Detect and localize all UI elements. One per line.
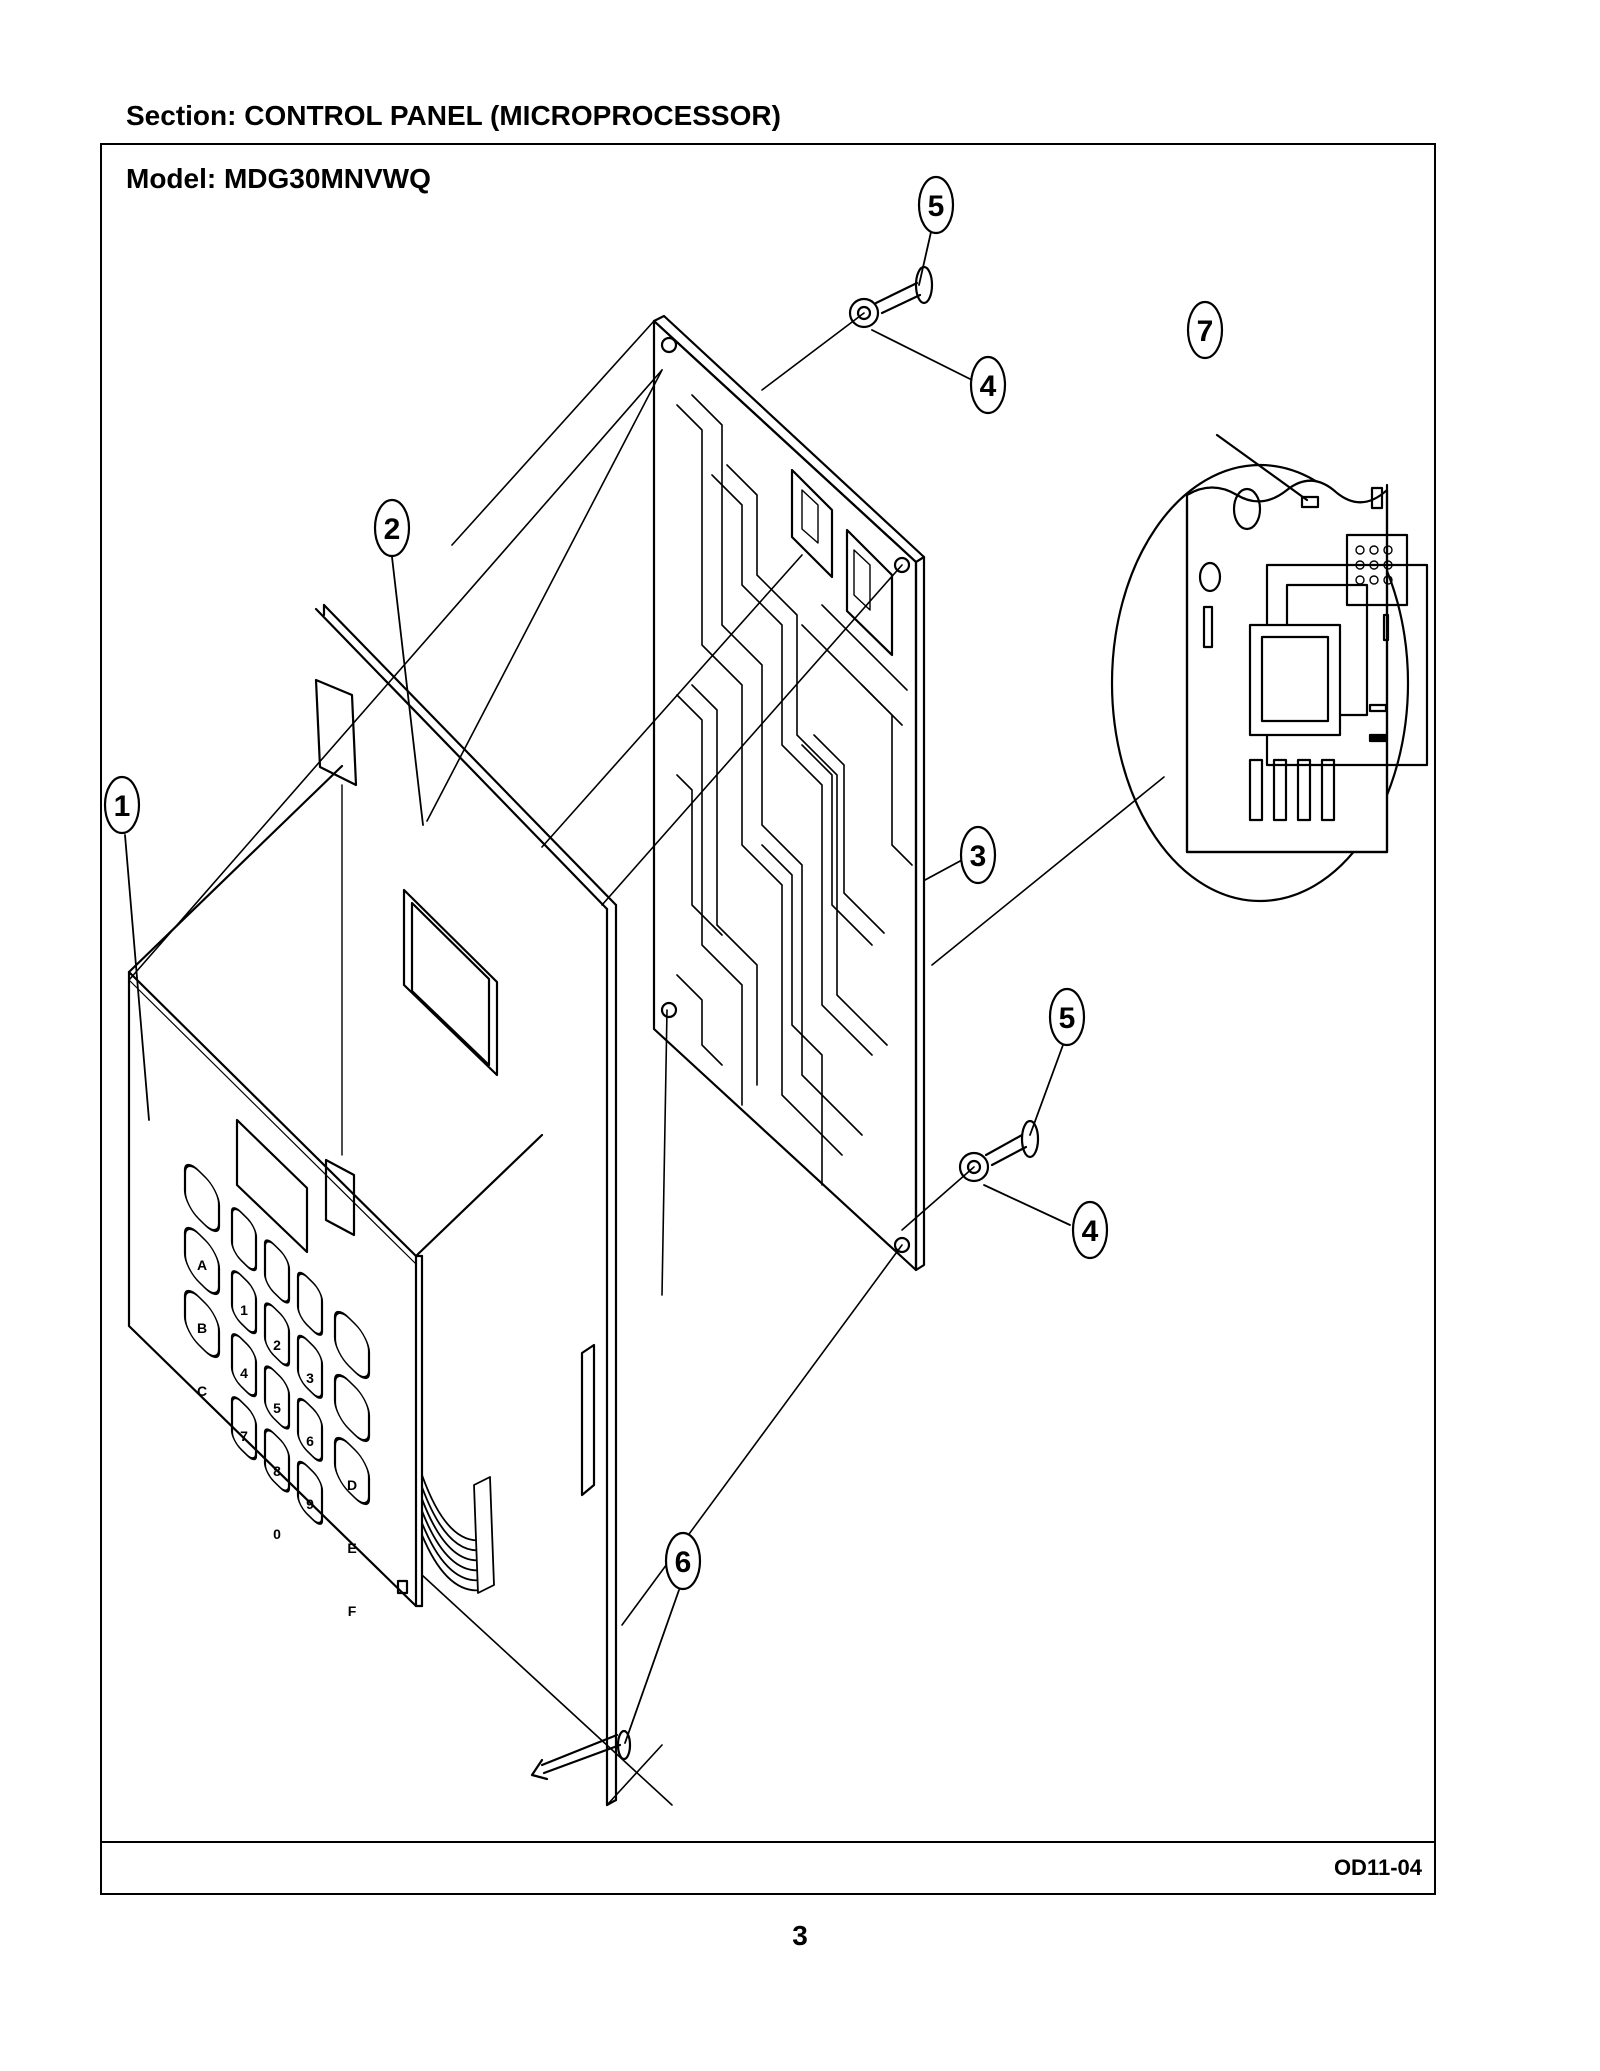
key-7: 7: [240, 1428, 248, 1444]
key-a: A: [197, 1257, 207, 1273]
section-title: Section: CONTROL PANEL (MICROPROCESSOR): [126, 100, 781, 131]
star-washer-top: [848, 297, 880, 329]
exploded-diagram: A 1 2 3 B 4 5 6 D C 7 8 9 E 0 F: [103, 175, 1429, 1807]
screw-top: [874, 265, 934, 315]
key-9: 9: [306, 1496, 314, 1512]
callout-1: 1: [114, 790, 131, 823]
circuit-board: [652, 314, 926, 1272]
key-1: 1: [240, 1302, 248, 1318]
key-b: B: [197, 1320, 207, 1336]
figure-frame: Model: MDG30MNVWQ: [100, 143, 1436, 1895]
callout-5b-bubble: [1048, 987, 1086, 1047]
callout-5a: 5: [928, 190, 945, 223]
key-f: F: [348, 1603, 357, 1619]
key-6: 6: [306, 1433, 314, 1449]
callout-4a-bubble: [969, 355, 1007, 415]
key-4: 4: [240, 1365, 248, 1381]
callout-4b-bubble: [1071, 1200, 1109, 1260]
callout-3-bubble: [959, 825, 997, 885]
callout-4b: 4: [1082, 1215, 1099, 1248]
callout-6-bubble: [664, 1531, 702, 1591]
screw-bottom: [984, 1119, 1040, 1167]
key-c: C: [197, 1383, 207, 1399]
page-number: 3: [792, 1920, 808, 1951]
key-e: E: [347, 1540, 356, 1556]
key-5: 5: [273, 1400, 281, 1416]
detail-circle: [1110, 433, 1429, 903]
callout-7: 7: [1197, 315, 1214, 348]
ribbon-cable: [421, 1474, 495, 1594]
screw-front: [530, 1729, 632, 1781]
key-d: D: [347, 1477, 357, 1493]
keypad-panel: [127, 764, 544, 1608]
callout-3: 3: [970, 840, 987, 873]
key-0: 0: [273, 1526, 281, 1542]
overlay-panel: [314, 603, 618, 1807]
callout-1-bubble: [103, 775, 141, 835]
footer-rule: [102, 1841, 1434, 1843]
callout-6: 6: [675, 1546, 692, 1579]
key-8: 8: [273, 1463, 281, 1479]
callout-5a-bubble: [917, 175, 955, 235]
keypad-keys: [183, 1163, 371, 1525]
callout-2-bubble: [373, 498, 411, 558]
callout-5b: 5: [1059, 1002, 1076, 1035]
key-3: 3: [306, 1370, 314, 1386]
callout-4a: 4: [980, 370, 997, 403]
callout-7-bubble: [1186, 300, 1224, 360]
model-title: Model: MDG30MNVWQ: [126, 163, 431, 194]
figure-code: OD11-04: [1333, 1855, 1422, 1880]
star-washer-bottom: [958, 1151, 990, 1183]
callout-2: 2: [384, 513, 401, 546]
key-2: 2: [273, 1337, 281, 1353]
